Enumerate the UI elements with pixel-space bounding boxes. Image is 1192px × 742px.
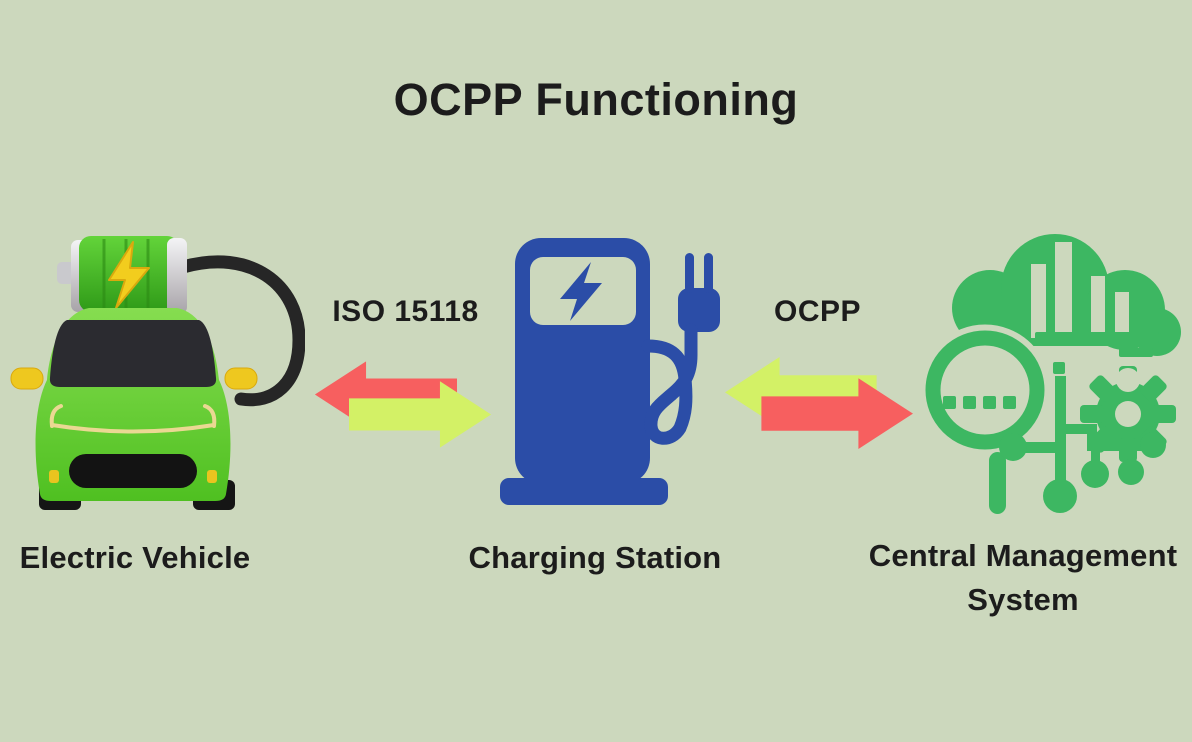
node-label-electric-vehicle: Electric Vehicle <box>19 540 251 575</box>
pump-base <box>500 478 668 505</box>
battery-icon <box>57 236 187 314</box>
central-management-system-icon <box>919 234 1181 514</box>
pump-cable <box>641 323 698 445</box>
plug-icon <box>678 288 720 332</box>
side-mirrors <box>10 367 258 390</box>
lime-arrow-right <box>349 381 492 448</box>
electric-vehicle-icon <box>10 236 305 510</box>
magnifier-icon <box>919 324 1051 514</box>
red-arrow-right <box>761 378 913 449</box>
battery-cable <box>176 255 305 407</box>
grille <box>69 454 197 488</box>
headlight-trim <box>49 404 217 434</box>
car-body <box>35 308 231 501</box>
node-label-charging-station: Charging Station <box>468 540 722 575</box>
fog-lights <box>49 470 217 483</box>
ocpp-arrows-icon <box>725 357 913 449</box>
node-label-central-management-system: Central Management System <box>868 538 1178 618</box>
windshield <box>49 320 217 387</box>
bar-chart-icon <box>1031 242 1159 357</box>
link-label-iso-15118: ISO 15118 <box>332 295 479 328</box>
charging-station-icon <box>500 238 720 505</box>
iso-15118-arrows-icon <box>314 361 492 448</box>
gear-icon <box>1080 366 1176 462</box>
page-title: OCPP Functioning <box>393 74 799 125</box>
link-label-ocpp: OCPP <box>773 295 862 328</box>
circuit-icon <box>999 362 1166 513</box>
screen-lightning-bolt-icon <box>560 262 602 321</box>
